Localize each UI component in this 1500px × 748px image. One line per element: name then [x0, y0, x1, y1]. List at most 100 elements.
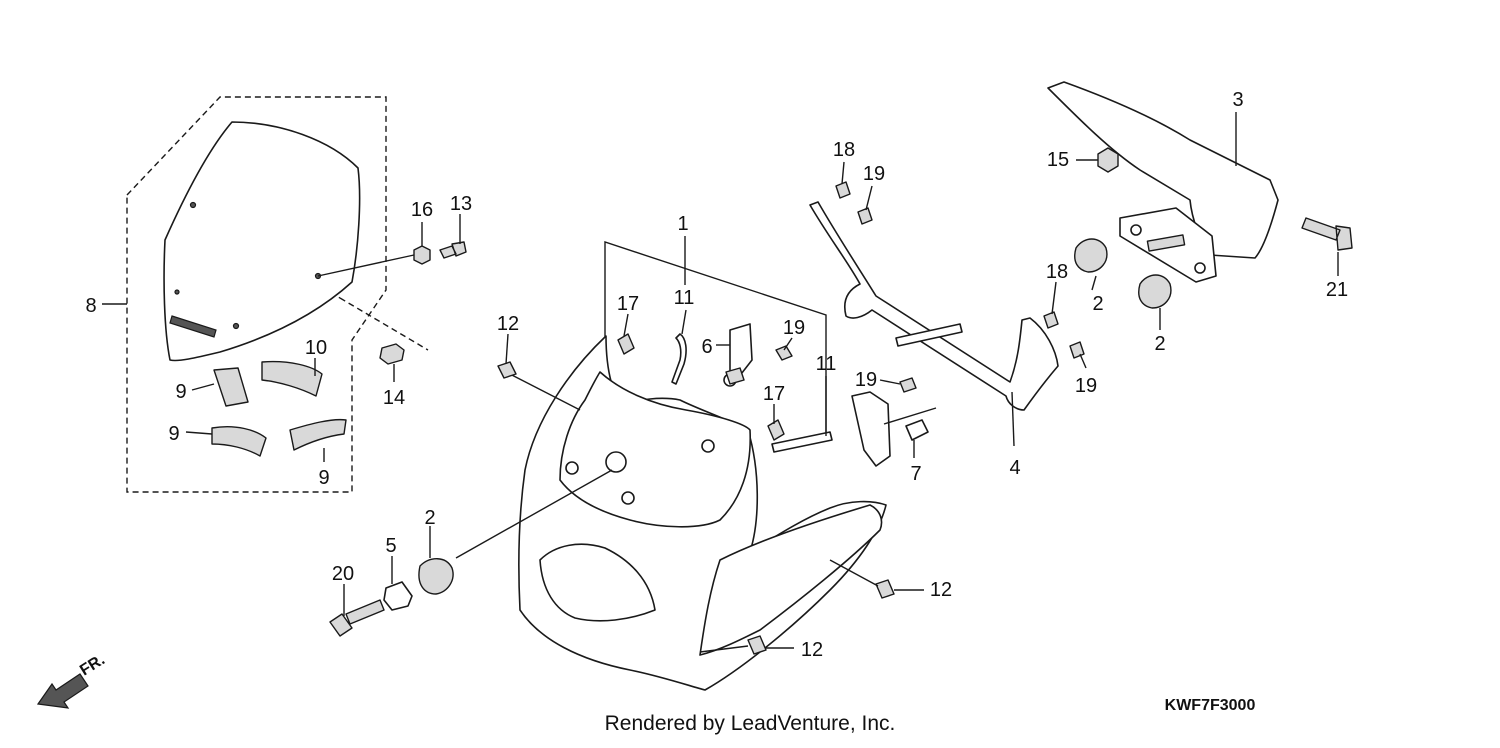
- bolt-21: [1301, 217, 1353, 251]
- callout-labels: 1 2 2 2 3 4 5 6 7 8 9 9 9 10 11 11 12 12…: [85, 89, 1348, 661]
- nut-16: [413, 245, 431, 265]
- nut-15: [1097, 147, 1119, 173]
- leader-line: [883, 407, 937, 425]
- rear-bracket: [1047, 81, 1279, 259]
- front-fasteners: [329, 558, 454, 637]
- footer-credit: Rendered by LeadVenture, Inc.: [605, 712, 896, 735]
- cowl-mount-hole: [565, 461, 579, 475]
- screw-18: [1043, 311, 1059, 329]
- bracket-7: [851, 391, 891, 467]
- diagram-code: KWF7F3000: [1165, 697, 1256, 714]
- callout-leaders: [102, 159, 1339, 649]
- callout-19: 19: [855, 369, 877, 391]
- callout-19: 19: [783, 317, 805, 339]
- callout-8: 8: [85, 295, 96, 317]
- bolt-12: [497, 361, 517, 379]
- leader-line: [1091, 275, 1097, 291]
- screw-18: [835, 181, 851, 199]
- leader-line: [317, 254, 415, 277]
- windscreen: [163, 121, 361, 362]
- collar-5: [383, 581, 413, 611]
- callout-9: 9: [318, 467, 329, 489]
- grommet-2: [418, 558, 454, 595]
- leader-line: [681, 309, 687, 335]
- cowl-mount-hole: [701, 439, 715, 453]
- callout-5: 5: [385, 535, 396, 557]
- callout-14: 14: [383, 387, 405, 409]
- cowl-mount-hole: [605, 451, 627, 473]
- callout-20: 20: [332, 563, 354, 585]
- plate-slot: [1146, 234, 1186, 252]
- callout-19: 19: [1075, 375, 1097, 397]
- leader-line: [879, 379, 901, 385]
- callout-18: 18: [833, 139, 855, 161]
- callout-13: 13: [450, 193, 472, 215]
- bolt-12: [747, 635, 767, 655]
- plate-hole: [1130, 224, 1142, 236]
- cowl-inner-panel: [559, 371, 752, 528]
- callout-18: 18: [1046, 261, 1068, 283]
- leader-line: [865, 185, 873, 211]
- rear-bracket-group: [1047, 81, 1353, 309]
- leader-line: [783, 337, 793, 351]
- leader-line: [505, 371, 581, 411]
- windscreen-group: [126, 96, 467, 493]
- rubber-pad: [213, 367, 249, 407]
- cowl-lower-fairing: [699, 504, 883, 656]
- clip-17: [617, 333, 635, 355]
- screw-19: [899, 377, 917, 393]
- leader-line: [841, 161, 845, 185]
- callout-15: 15: [1047, 149, 1069, 171]
- grommet: [725, 367, 745, 385]
- callout-2: 2: [1154, 333, 1165, 355]
- callout-16: 16: [411, 199, 433, 221]
- bolt-20: [329, 599, 385, 637]
- windscreen-hole: [174, 289, 180, 295]
- rubber-pad-10: [261, 360, 323, 397]
- callout-9: 9: [175, 381, 186, 403]
- callout-6: 6: [701, 336, 712, 358]
- callout-2: 2: [424, 507, 435, 529]
- grommet-2: [1138, 274, 1172, 309]
- cowl-headlight-opening: [539, 543, 656, 622]
- leader-line: [1079, 353, 1087, 369]
- callout-10: 10: [305, 337, 327, 359]
- callout-12: 12: [930, 579, 952, 601]
- front-direction-arrow-icon: [36, 673, 89, 709]
- callout-4: 4: [1009, 457, 1020, 479]
- front-direction-label: FR.: [77, 651, 108, 679]
- cowl-fasteners: [497, 323, 937, 655]
- leader-line: [185, 431, 213, 435]
- callout-11: 11: [816, 353, 837, 375]
- leader-line: [623, 313, 629, 337]
- grommet-2: [1074, 238, 1108, 273]
- cowl-stay: [809, 201, 1059, 411]
- leader-line: [191, 383, 215, 391]
- screw-19: [1069, 341, 1085, 359]
- leader-line: [455, 469, 613, 559]
- screw-19: [775, 345, 793, 361]
- screw-19: [857, 207, 873, 225]
- leader-line: [699, 645, 749, 653]
- callout-12: 12: [801, 639, 823, 661]
- leader-line: [1011, 391, 1015, 447]
- plate-hole: [1194, 262, 1206, 274]
- callout-17: 17: [763, 383, 785, 405]
- bolt-13: [439, 241, 467, 259]
- callout-7: 7: [910, 463, 921, 485]
- front-direction-marker: FR.: [36, 651, 108, 709]
- leader-line: [829, 559, 879, 587]
- callout-9: 9: [168, 423, 179, 445]
- collar-14: [379, 343, 405, 365]
- stay-rod: [895, 323, 963, 347]
- windscreen-vent: [169, 315, 217, 338]
- callout-3: 3: [1232, 89, 1243, 111]
- bracket-6: [729, 323, 753, 379]
- bracket-7-tab: [905, 419, 929, 441]
- bolt-12: [875, 579, 895, 599]
- windscreen-dash-leader: [339, 297, 429, 351]
- callout-11: 11: [674, 287, 695, 309]
- cowl-stay-group: [809, 181, 1085, 447]
